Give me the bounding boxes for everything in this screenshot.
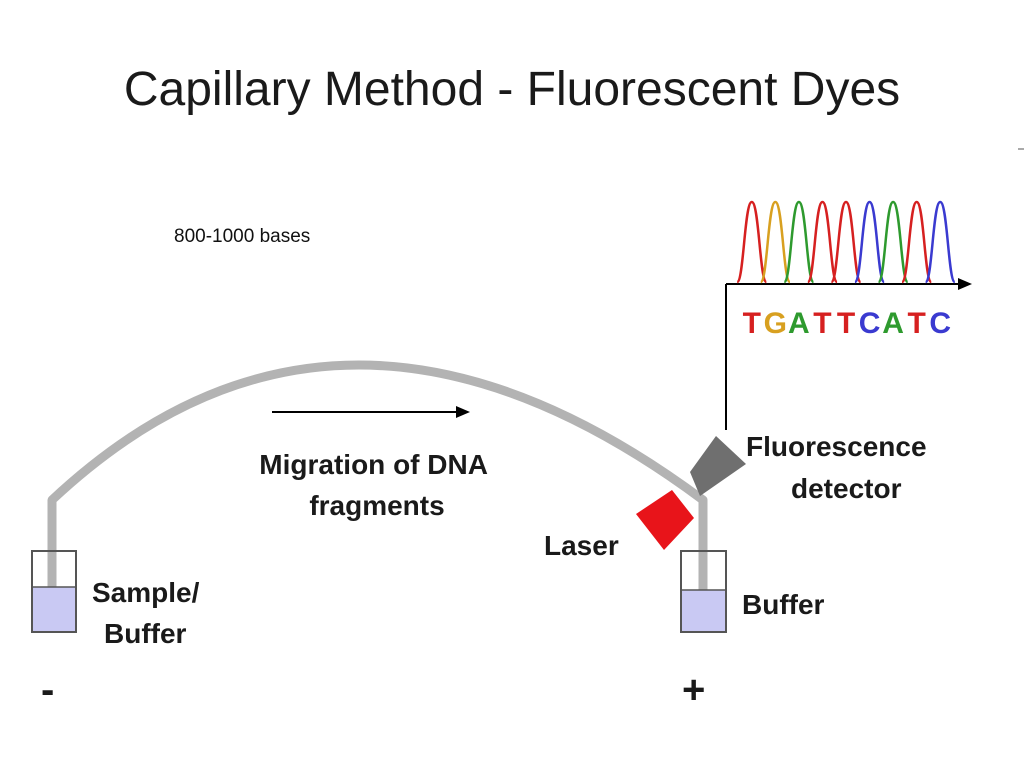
signal-peak xyxy=(924,200,957,284)
slide-title: Capillary Method - Fluorescent Dyes xyxy=(123,63,901,116)
signal-peak xyxy=(806,200,839,284)
detector-icon xyxy=(690,436,746,496)
base-letter: C xyxy=(929,307,951,340)
bases-note: 800-1000 bases xyxy=(174,226,311,247)
migration-label: Migration of DNA fragments xyxy=(259,449,494,521)
base-letter: A xyxy=(788,307,810,340)
signal-axis xyxy=(725,278,972,430)
signal-peak xyxy=(735,200,768,284)
base-letter: G xyxy=(764,307,787,340)
signal-peak xyxy=(877,200,909,284)
migration-arrow xyxy=(272,406,470,418)
signal-peak xyxy=(830,200,862,284)
capillary-tube xyxy=(47,360,708,595)
base-letter: T xyxy=(837,307,855,340)
laser-label: Laser xyxy=(544,530,619,561)
buffer-label: Buffer xyxy=(742,589,825,620)
signal-peak xyxy=(783,200,815,284)
signal-peak xyxy=(853,200,886,284)
negative-electrode-sign: - xyxy=(41,668,54,712)
base-letter: T xyxy=(813,307,831,340)
detector-label: Fluorescence detector xyxy=(746,431,934,504)
buffer-beaker xyxy=(680,550,727,633)
laser-icon xyxy=(636,490,694,550)
signal-peak xyxy=(759,200,792,284)
sample-buffer-label: Sample/ Buffer xyxy=(92,577,207,649)
chromatogram-peaks xyxy=(735,200,957,284)
base-letter: C xyxy=(859,307,881,340)
base-letter: T xyxy=(908,307,926,340)
signal-peak xyxy=(900,200,933,284)
sample-beaker xyxy=(31,550,77,633)
positive-electrode-sign: + xyxy=(682,668,705,712)
base-letter: T xyxy=(743,307,761,340)
base-letter: A xyxy=(882,307,904,340)
